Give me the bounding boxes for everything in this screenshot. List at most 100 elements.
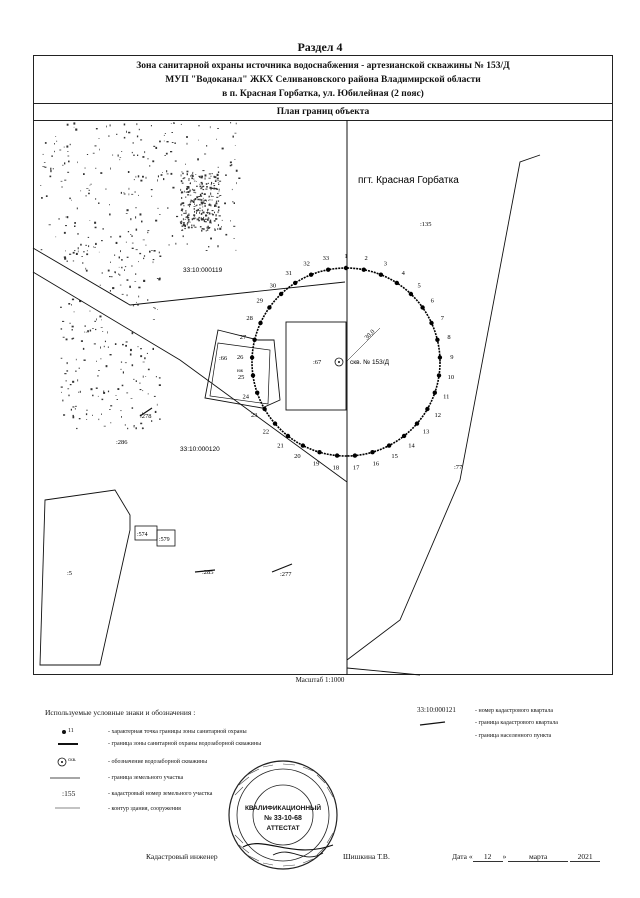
vegetation-speck — [75, 370, 77, 372]
vegetation-speck — [66, 370, 69, 372]
vegetation-speck — [234, 132, 237, 134]
vegetation-speck — [116, 399, 118, 400]
zone-point-13 — [414, 421, 420, 426]
vegetation-speck — [192, 188, 194, 191]
vegetation-speck — [133, 425, 135, 426]
vegetation-speck — [151, 250, 153, 251]
vegetation-speck — [85, 244, 87, 246]
vegetation-speck — [166, 141, 169, 143]
header-line-1: Зона санитарной охраны источника водосна… — [136, 61, 510, 71]
vegetation-speck — [162, 172, 163, 173]
vegetation-speck — [134, 191, 136, 193]
vegetation-speck — [210, 204, 212, 207]
vegetation-speck — [217, 206, 220, 209]
legend-symbol-0: 11 — [68, 728, 74, 734]
zone-point-32 — [308, 272, 314, 277]
parcel-66-outline — [204, 329, 281, 409]
vegetation-speck — [218, 215, 221, 217]
vegetation-speck — [186, 243, 188, 245]
vegetation-speck — [218, 177, 219, 180]
vegetation-speck — [208, 212, 211, 215]
vegetation-speck — [145, 376, 147, 377]
vegetation-speck — [68, 160, 70, 163]
vegetation-speck — [191, 177, 194, 180]
vegetation-speck — [217, 245, 219, 248]
well-center — [338, 361, 340, 363]
vegetation-speck — [186, 223, 188, 226]
vegetation-speck — [194, 215, 195, 217]
vegetation-speck — [45, 195, 48, 197]
well-label: скв. № 153/Д — [350, 359, 390, 366]
vegetation-speck — [189, 182, 191, 185]
vegetation-speck — [106, 125, 107, 128]
vegetation-speck — [64, 179, 67, 181]
vegetation-speck — [219, 227, 222, 230]
vegetation-speck — [119, 157, 122, 158]
vegetation-speck — [214, 228, 216, 230]
parcel-label-579: :579 — [159, 537, 170, 543]
zone-point-label-15: 15 — [391, 453, 398, 460]
vegetation-speck — [65, 225, 67, 227]
quarter-boundary-119 — [32, 247, 346, 306]
vegetation-speck — [204, 204, 206, 207]
vegetation-speck — [206, 226, 208, 229]
zone-point-21 — [285, 433, 291, 439]
vegetation-speck — [191, 200, 193, 203]
vegetation-speck — [158, 251, 160, 254]
vegetation-speck — [119, 284, 122, 286]
zone-point-label-25: 25 — [238, 374, 245, 381]
vegetation-speck — [185, 216, 187, 218]
vegetation-speck — [210, 189, 212, 191]
vegetation-speck — [125, 213, 128, 214]
vegetation-speck — [123, 136, 126, 139]
legend-right-symbol-0: 33:10:000121 — [417, 706, 456, 714]
vegetation-speck — [201, 202, 204, 204]
vegetation-speck — [117, 388, 120, 390]
vegetation-speck — [135, 273, 137, 275]
zone-point-28 — [258, 320, 263, 326]
vegetation-speck — [65, 250, 66, 252]
vegetation-speck — [127, 231, 130, 233]
zone-point-29 — [267, 305, 272, 310]
parcel-285-mark — [194, 569, 216, 573]
vegetation-speck — [126, 256, 129, 258]
vegetation-speck — [129, 353, 132, 356]
vegetation-speck — [86, 409, 88, 411]
vegetation-speck — [214, 204, 216, 207]
vegetation-speck — [77, 233, 79, 235]
signature-date: Дата «12» марта 2021 — [452, 852, 601, 862]
vegetation-speck — [75, 405, 77, 407]
vegetation-speck — [185, 210, 187, 212]
vegetation-speck — [195, 209, 198, 212]
vegetation-speck — [198, 125, 200, 127]
zone-point-27 — [252, 337, 257, 342]
zone-point-label-32: 32 — [303, 261, 310, 268]
vegetation-speck — [201, 228, 203, 230]
vegetation-speck — [66, 260, 68, 262]
vegetation-speck — [181, 182, 184, 184]
radius-line — [345, 327, 381, 363]
vegetation-speck — [170, 172, 173, 175]
vegetation-speck — [121, 293, 124, 295]
vegetation-speck — [201, 187, 203, 189]
parcel-label-77: :77 — [454, 464, 463, 471]
legend-symbol-4: :155 — [62, 789, 76, 798]
vegetation-speck — [207, 218, 209, 221]
vegetation-speck — [184, 218, 187, 220]
vegetation-speck — [217, 228, 219, 230]
settlement-label: пгт. Красная Горбатка — [358, 174, 459, 186]
vegetation-speck — [153, 250, 156, 252]
vegetation-speck — [165, 152, 168, 155]
vegetation-speck — [93, 343, 96, 345]
vegetation-speck — [168, 244, 170, 246]
vegetation-speck — [89, 220, 91, 221]
vegetation-speck — [189, 191, 191, 193]
vegetation-speck — [181, 191, 184, 194]
vegetation-speck — [184, 190, 185, 193]
vegetation-speck — [107, 331, 108, 333]
vegetation-speck — [72, 406, 75, 408]
vegetation-speck — [225, 174, 227, 176]
vegetation-speck — [90, 388, 93, 391]
vegetation-speck — [221, 147, 224, 150]
vegetation-speck — [205, 215, 208, 217]
